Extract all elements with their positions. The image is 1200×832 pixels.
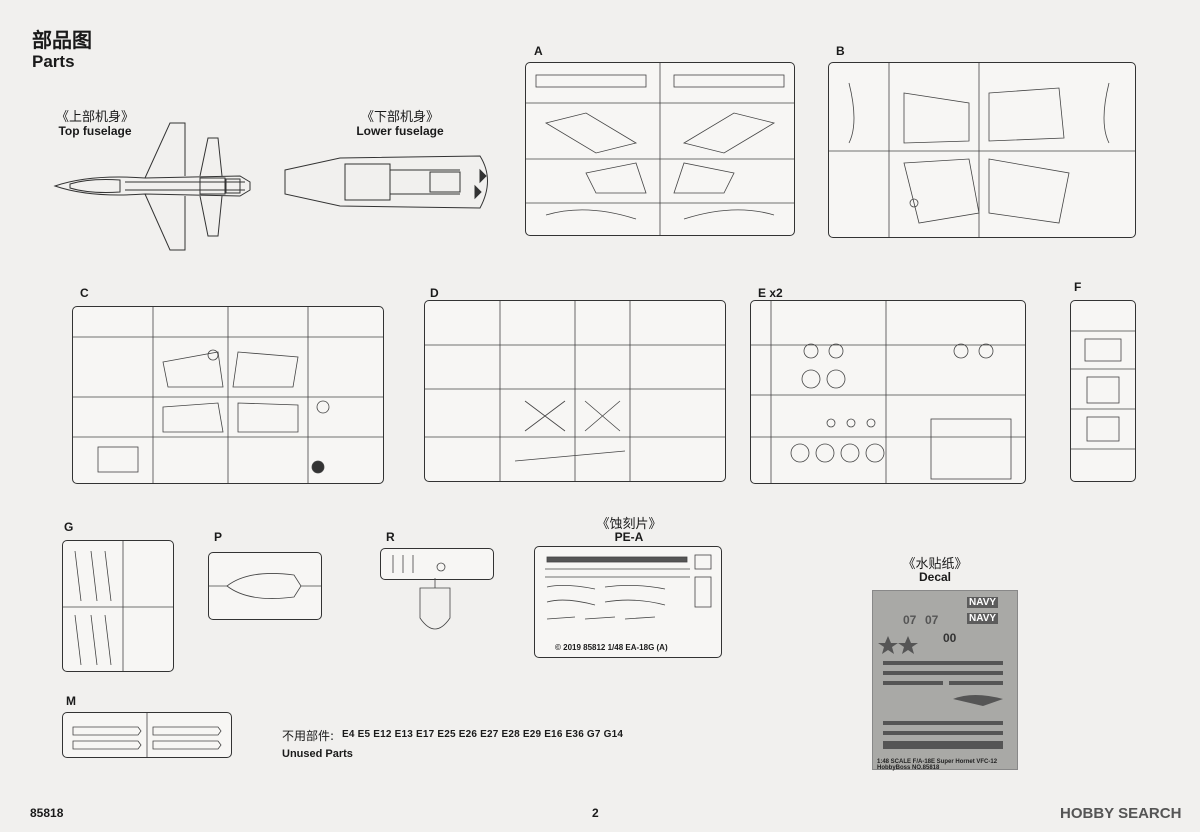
sprue-f-label: F [1074,280,1082,294]
sprue-c-label: C [80,286,89,300]
pe-fret: © 2019 85812 1/48 EA-18G (A) [534,546,722,658]
decal-artwork [878,636,1003,749]
pe-label-en: PE-A [614,530,644,544]
sprue-g-label: G [64,520,74,534]
watermark: HOBBY SEARCH [1060,805,1182,822]
pe-label-cn: 《蚀刻片》 [596,517,662,532]
sprue-a-label: A [534,44,543,58]
decal-label-cn: 《水贴纸》 [902,557,968,572]
decal-code-2: 07 [925,613,939,627]
decal-code-3: 00 [943,631,957,645]
sprue-b [828,62,1136,238]
sprue-r [380,548,494,580]
sprue-e-label: E x2 [758,286,783,300]
decal-navy: NAVY [967,597,999,608]
unused-parts-list: E4 E5 E12 E13 E17 E25 E26 E27 E28 E29 E1… [342,729,624,740]
decal-navy-2: NAVY [967,613,999,624]
sprue-e [750,300,1026,484]
top-fuselage-label-en: Top fuselage [58,124,132,138]
page-number: 2 [592,806,599,820]
pe-credit: © 2019 85812 1/48 EA-18G (A) [555,643,668,652]
unused-parts-label-cn: 不用部件: [282,729,335,743]
sprue-c [72,306,384,484]
decal-caption: 1:48 SCALE F/A-18E Super Hornet VFC-12 H… [877,759,998,771]
sprue-f [1070,300,1136,482]
sprue-p [208,552,322,620]
sprue-a [525,62,795,236]
sprue-r-canopy-part [419,578,451,630]
lower-fuselage-label-cn: 《下部机身》 [360,110,439,125]
sprue-r-label: R [386,530,395,544]
kit-number: 85818 [30,806,64,820]
decal-sheet: NAVY NAVY 07 07 00 1:48 SCALE F/A-18E Su… [872,590,1018,771]
sprue-m [62,712,232,758]
sprue-b-label: B [836,44,845,58]
sprue-d-label: D [430,286,439,300]
lower-fuselage-label-en: Lower fuselage [356,124,444,138]
sprue-g [62,540,174,672]
sprue-m-label: M [66,694,76,708]
sprue-p-label: P [214,530,223,544]
unused-parts-label-en: Unused Parts [282,748,353,760]
page-title-en: Parts [32,52,75,71]
top-fuselage-label-cn: 《上部机身》 [55,110,134,125]
decal-label-en: Decal [918,570,952,584]
top-fuselage-drawing [53,122,251,251]
lower-fuselage-drawing [284,155,488,209]
sprue-d [424,300,726,482]
page-title-cn: 部品图 [32,28,92,52]
decal-code-1: 07 [903,613,917,627]
